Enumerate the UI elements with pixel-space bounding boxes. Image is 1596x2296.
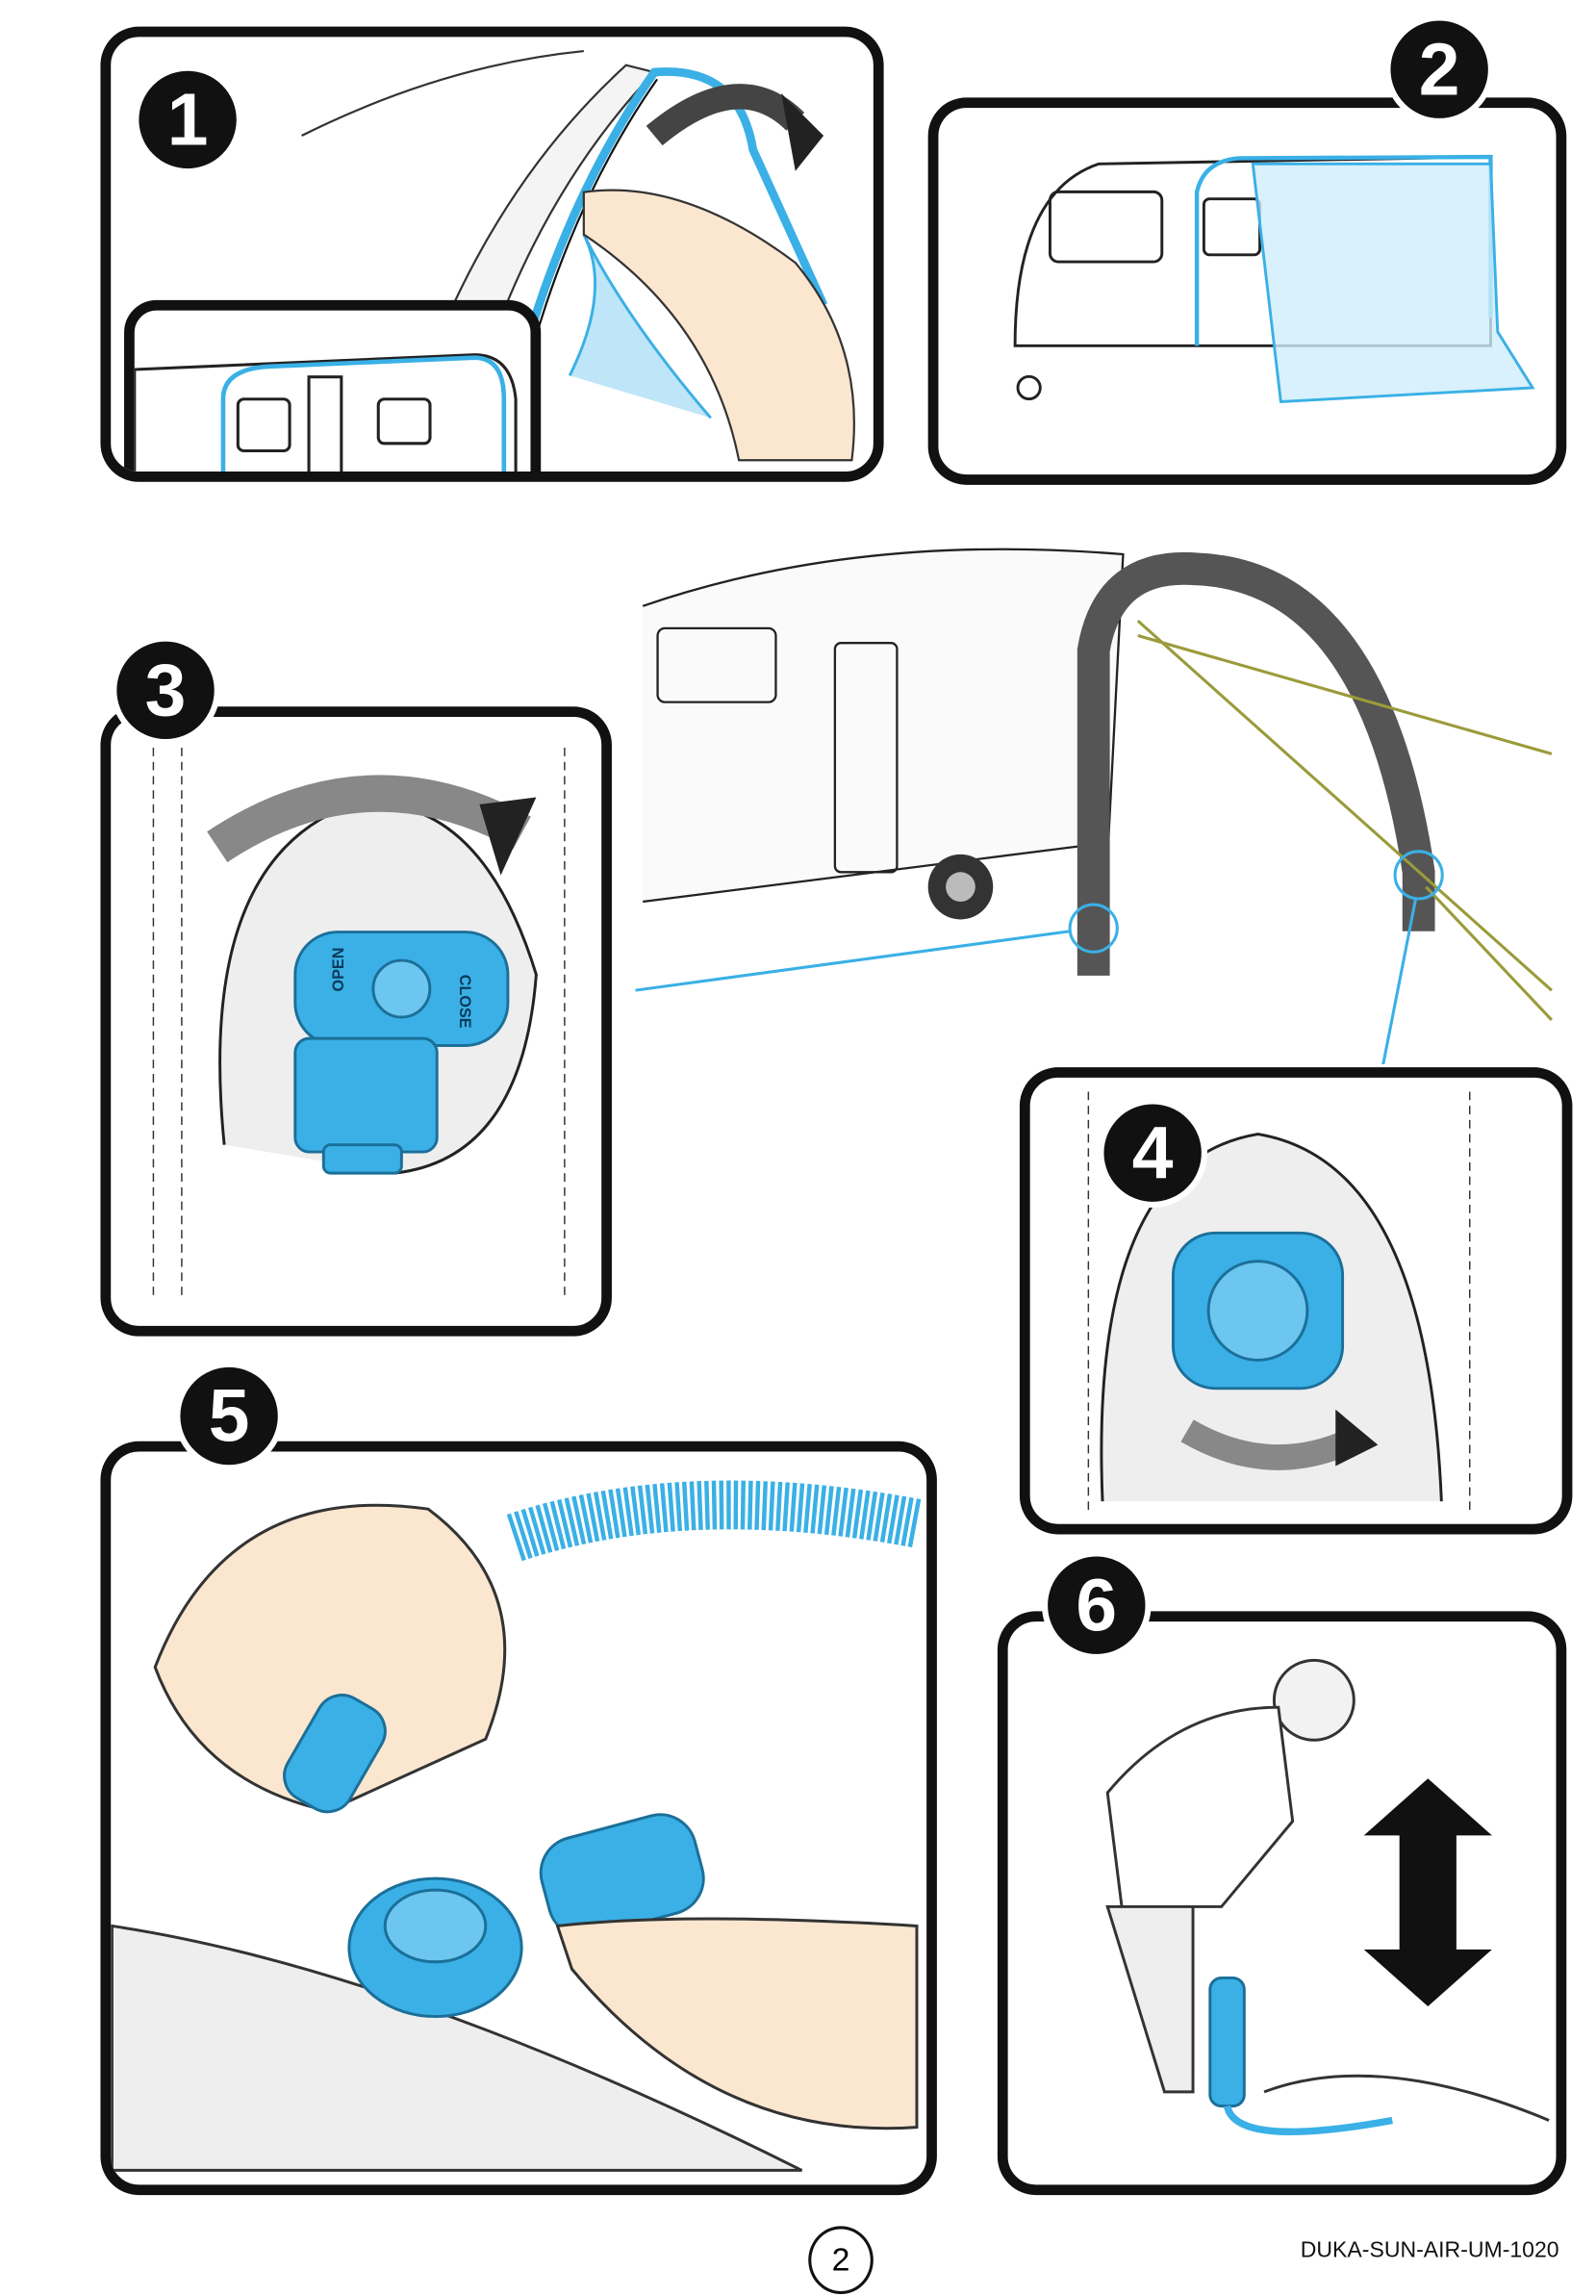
caravan-side-icon	[134, 353, 518, 472]
page-number: 2	[808, 2226, 874, 2295]
hand-pump-illustration	[1105, 1658, 1550, 2136]
page-number-text: 2	[831, 2240, 850, 2279]
step-6-badge: 6	[1041, 1550, 1152, 1661]
callout-line-step-4	[1381, 898, 1418, 1064]
valve-open-close-illustration: OPEN CLOSE	[152, 747, 566, 1301]
caravan-awning-overview	[635, 548, 1554, 1064]
pump-hose-attach-illustration	[111, 1480, 922, 2172]
step-number: 6	[1076, 1564, 1118, 1647]
caravan-inset	[124, 299, 542, 472]
step-3-badge: 3	[111, 635, 220, 746]
step-6-panel	[997, 1611, 1567, 2196]
awning-fitted-illustration	[1013, 154, 1535, 404]
step-5-badge: 5	[174, 1361, 284, 1471]
step-1-badge: 1	[133, 64, 242, 175]
step-number: 1	[166, 78, 209, 162]
step-3-panel: OPEN CLOSE	[100, 706, 612, 1337]
step-number: 2	[1418, 28, 1460, 112]
step-2-badge: 2	[1384, 14, 1494, 125]
step-number: 4	[1131, 1111, 1174, 1195]
up-down-arrow-icon	[1363, 1778, 1492, 2007]
step-4-badge: 4	[1098, 1098, 1207, 1208]
valve-open-label: OPEN	[330, 948, 347, 992]
callout-line-step-3	[635, 930, 1071, 992]
document-code: DUKA-SUN-AIR-UM-1020	[1300, 2237, 1559, 2263]
valve-close-label: CLOSE	[456, 975, 473, 1029]
step-number: 5	[208, 1374, 250, 1458]
step-number: 3	[144, 649, 187, 732]
valve-twist-illustration	[1087, 1091, 1471, 1516]
step-1-panel	[100, 26, 884, 482]
step-2-panel	[927, 97, 1567, 485]
step-5-panel	[100, 1441, 937, 2196]
